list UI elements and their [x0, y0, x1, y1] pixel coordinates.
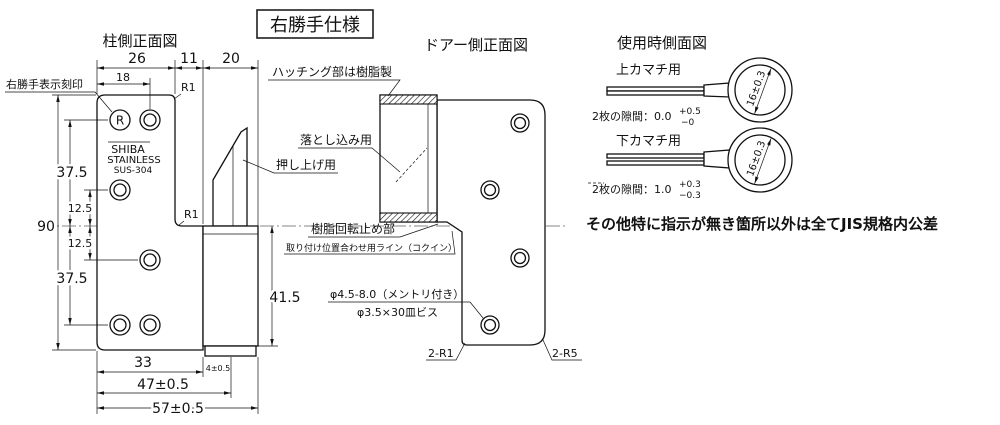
push-up-leader — [242, 159, 338, 174]
right-hand-mark-letter: R — [116, 114, 124, 128]
side-view-title: 使用時側面図 — [617, 34, 707, 52]
resin-note: ハッチング部は樹脂製 — [272, 64, 392, 79]
drop-in-label: 落とし込み用 — [300, 133, 372, 147]
upper-leaf-b — [606, 90, 705, 96]
dim-inner-width: 47±0.5 — [137, 377, 189, 393]
dim-collar: 4±0.5 — [206, 364, 231, 373]
lower-diameter-line — [754, 138, 772, 184]
door-side-view: ドアー側正面図 ハッチング部は樹脂製 落とし込み用 樹脂回転止め部 取り付け位置… — [268, 36, 582, 361]
tolerance-note: その他特に指示が無き箇所以外は全てJIS規格内公差 — [586, 215, 938, 233]
alignment-line-label: 取り付け位置合わせ用ライン（コクイン） — [286, 242, 457, 254]
spec-title: 右勝手仕様 — [256, 9, 374, 39]
lower-gap-label: 2枚の隙間：1.0 — [592, 182, 672, 196]
screw-hole — [139, 314, 161, 336]
pillar-view-title: 柱側正面図 — [102, 32, 177, 50]
upper-pin — [212, 126, 248, 227]
hole-inner — [513, 251, 527, 265]
dim-mark-offset: 18 — [116, 71, 130, 84]
dim-knuckle-width: 20 — [222, 51, 240, 67]
corner-large-leader — [542, 339, 582, 361]
resin-band-bottom — [379, 212, 438, 223]
hole-inner — [143, 253, 157, 267]
step-radius-leader — [178, 220, 185, 226]
drop-in-leader — [298, 147, 401, 173]
hole-inner — [483, 183, 497, 197]
dim-upper-pitch: 37.5 — [56, 165, 87, 181]
screw-hole — [139, 109, 161, 131]
screw-hole — [510, 113, 530, 133]
rotation-stop-leader — [308, 223, 439, 238]
marking-leader — [5, 91, 113, 113]
dim-lower-offset: 12.5 — [68, 237, 93, 250]
lower-rail-label: 下カマチ用 — [616, 134, 681, 149]
drop-in-slope — [395, 147, 428, 183]
lower-leaf-neck — [703, 149, 731, 169]
stamp-grade: SUS-304 — [114, 166, 153, 176]
corner-small-leader — [426, 342, 466, 361]
dim-upper-offset: 12.5 — [68, 202, 93, 215]
door-plate-outline — [436, 99, 546, 346]
screw-hole — [109, 314, 131, 336]
lower-leaf-a — [606, 153, 705, 159]
screw-hole — [510, 248, 530, 268]
screw-hole — [139, 249, 161, 271]
resin-note-leader — [268, 79, 401, 97]
corner-large-label: 2-R5 — [552, 347, 578, 360]
corner-small-label: 2-R1 — [428, 347, 454, 360]
dim-base-width: 33 — [134, 355, 152, 371]
hole-inner — [483, 318, 497, 332]
marking-label: 右勝手表示刻印 — [6, 77, 83, 91]
dim-knuckle-height: 41.5 — [269, 290, 300, 306]
hole-inner — [113, 183, 127, 197]
lower-gap-tol-plus: +0.3 — [679, 180, 701, 190]
right-hand-mark — [109, 109, 131, 131]
stamp-brand: SHIBA — [111, 143, 145, 156]
screw-hole — [480, 180, 500, 200]
upper-rail-label: 上カマチ用 — [616, 63, 681, 78]
hole-inner — [113, 318, 127, 332]
hole-spec-leader — [328, 301, 484, 319]
pillar-side-view: 柱側正面図 R SHIBA STAINLESS SUS-304 右勝手表示刻印 … — [5, 32, 338, 420]
spec-title-text: 右勝手仕様 — [270, 15, 360, 36]
hole-inner — [143, 318, 157, 332]
alignment-line-leader — [284, 230, 456, 255]
top-radius-label: R1 — [181, 81, 196, 94]
resin-knuckle — [379, 94, 438, 223]
hole-inner — [143, 113, 157, 127]
rotation-stop-label: 樹脂回転止め部 — [311, 221, 395, 236]
dim-plate-width: 26 — [128, 51, 146, 67]
resin-band-top — [379, 94, 438, 105]
pillar-plate-outline — [96, 94, 204, 351]
upper-leaf-neck — [703, 82, 731, 98]
upper-gap-tol-minus: −0 — [681, 118, 695, 128]
lower-leaf-b — [606, 160, 705, 166]
dim-height: 90 — [37, 219, 55, 235]
stamp-material: STAINLESS — [107, 155, 161, 166]
dim-lower-pitch: 37.5 — [56, 271, 87, 287]
lower-gap-tol-minus: −0.3 — [679, 191, 701, 201]
dim-step-width: 11 — [180, 51, 198, 67]
screw-spec: φ3.5×30皿ビス — [357, 306, 438, 319]
side-view-in-use: 使用時側面図 上カマチ用 16±0.3 2枚の隙間：0.0 +0.5 −0 下カ… — [586, 34, 938, 233]
dim-overall-width: 57±0.5 — [152, 401, 204, 417]
lower-knuckle-collar — [204, 345, 257, 357]
screw-hole — [480, 315, 500, 335]
hole-inner — [513, 116, 527, 130]
push-up-label: 押し上げ用 — [276, 158, 336, 172]
lower-knuckle — [202, 225, 259, 347]
upper-gap-label: 2枚の隙間：0.0 — [592, 109, 672, 123]
spec-title-box — [256, 9, 374, 39]
top-radius-leader — [173, 93, 182, 100]
upper-diameter-line — [754, 68, 772, 114]
screw-hole — [109, 179, 131, 201]
hole-spec: φ4.5-8.0（メントリ付き） — [330, 288, 464, 301]
step-radius-label: R1 — [184, 208, 199, 221]
upper-gap-tol-plus: +0.5 — [679, 107, 701, 117]
door-view-title: ドアー側正面図 — [424, 36, 528, 54]
